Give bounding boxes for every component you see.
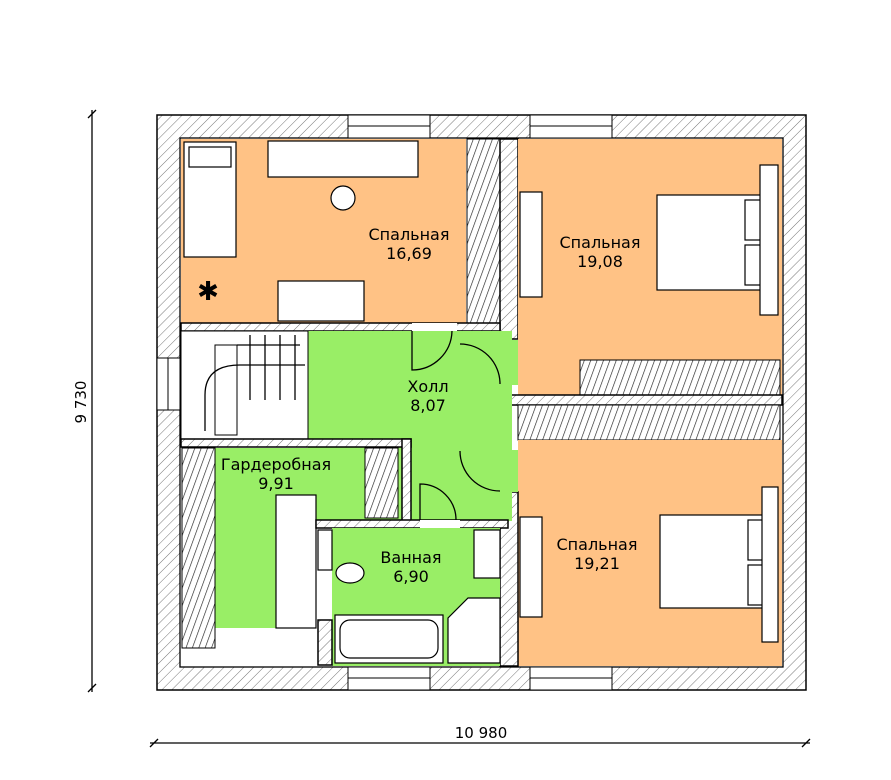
- inner-wall: [499, 394, 783, 406]
- furniture-bedroom-1: ✱: [183, 140, 419, 322]
- closet-bedroom-3: [517, 404, 781, 441]
- staircase: [180, 330, 309, 440]
- shelf: [275, 494, 317, 629]
- bathtub-inner: [339, 619, 439, 659]
- closet-wardrobe: [364, 447, 399, 519]
- room-name: Холл: [407, 377, 448, 396]
- riser: [317, 619, 333, 666]
- dimension-width: 10 980: [149, 724, 811, 748]
- room-label-hall: Холл 8,07: [407, 377, 448, 415]
- room-label-bedroom-2: Спальная 19,08: [560, 233, 641, 271]
- room-label-bedroom-3: Спальная 19,21: [557, 535, 638, 573]
- partition: [180, 438, 412, 448]
- sink: [473, 529, 501, 579]
- closet-bedroom-2: [579, 359, 781, 396]
- room-name: Спальная: [369, 225, 450, 244]
- dimension-height: 9 730: [72, 109, 97, 693]
- furniture-bedroom-3: [519, 486, 779, 643]
- partition: [401, 438, 412, 525]
- room-wardrobe: [215, 448, 362, 628]
- closet-wardrobe: [181, 447, 216, 649]
- room-area: 19,08: [577, 252, 623, 271]
- width-label: 10 980: [455, 724, 508, 742]
- inner-wall: [499, 138, 519, 340]
- room-area: 6,90: [393, 567, 429, 586]
- room-label-wardrobe: Гардеробная 9,91: [221, 455, 331, 493]
- height-label: 9 730: [72, 381, 90, 424]
- room-area: 19,21: [574, 554, 620, 573]
- windows: [156, 114, 613, 691]
- room-area: 8,07: [410, 396, 446, 415]
- room-area: 9,91: [258, 474, 294, 493]
- room-name: Гардеробная: [221, 455, 331, 474]
- boiler: [317, 529, 333, 571]
- toilet: [335, 562, 365, 584]
- room-area: 16,69: [386, 244, 432, 263]
- svg-text:✱: ✱: [197, 277, 219, 307]
- partition: [315, 519, 509, 529]
- room-name: Спальная: [557, 535, 638, 554]
- room-name: Ванная: [380, 548, 441, 567]
- room-label-bathroom: Ванная 6,90: [380, 548, 441, 586]
- room-name: Спальная: [560, 233, 641, 252]
- closet-bedroom-1: [466, 138, 501, 324]
- room-label-bedroom-1: Спальная 16,69: [369, 225, 450, 263]
- furniture-bedroom-2: [519, 164, 779, 316]
- shower: [447, 597, 501, 664]
- doors: [411, 323, 518, 528]
